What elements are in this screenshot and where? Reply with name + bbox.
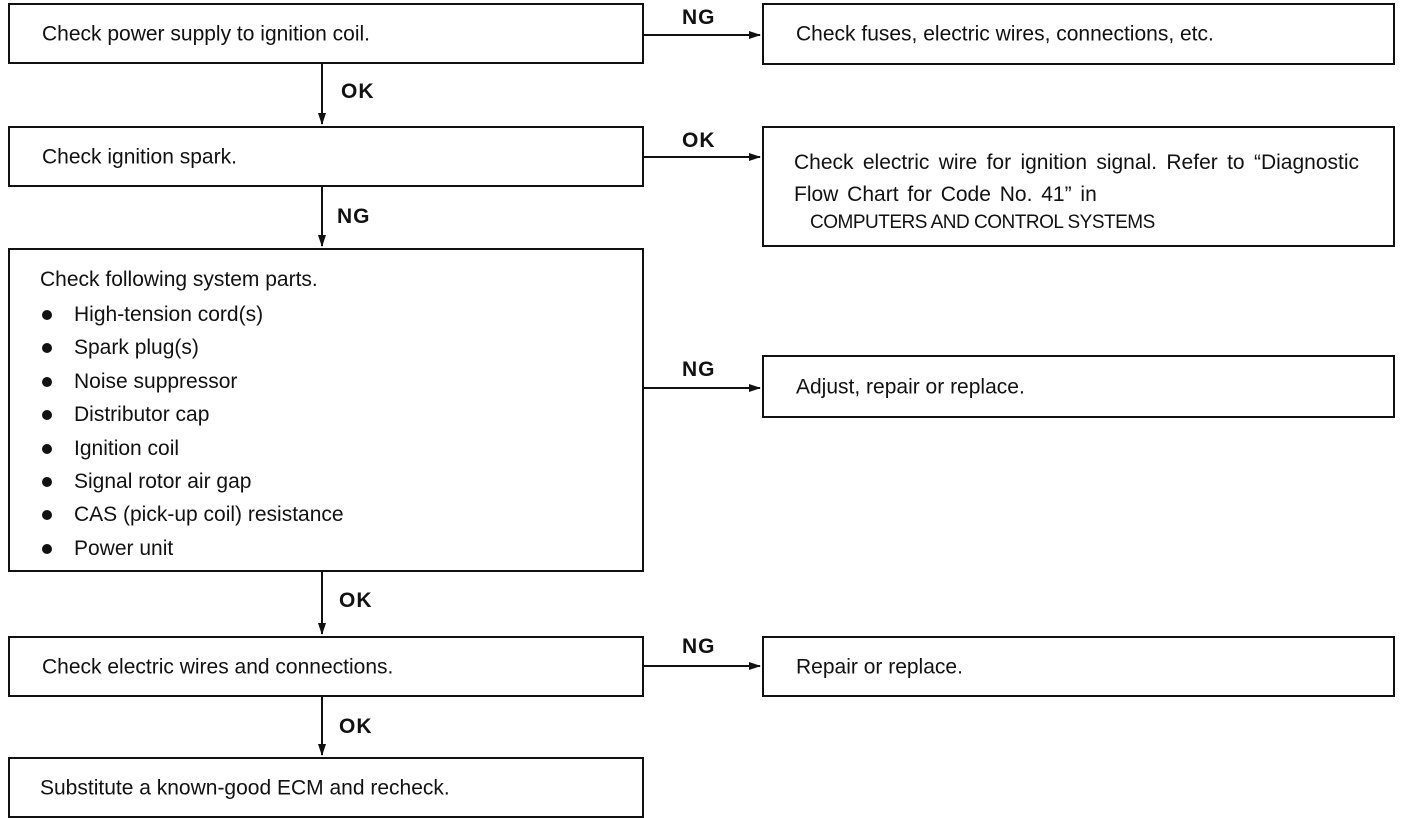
result-reference: COMPUTERS AND CONTROL SYSTEMS	[810, 212, 1155, 233]
step-check-wires-connections: Check electric wires and connections.	[8, 636, 644, 697]
edge-label-b2-r2: OK	[682, 129, 716, 152]
result-text: Check electric wire for ignition signal.…	[794, 151, 1359, 206]
step-text: Check electric wires and connections.	[42, 654, 394, 678]
edge-label-b1-b2: OK	[341, 80, 375, 103]
list-item: Ignition coil	[38, 432, 344, 465]
step-text: Substitute a known-good ECM and recheck.	[40, 775, 450, 799]
list-item: Power unit	[38, 532, 344, 565]
list-item: Spark plug(s)	[38, 331, 344, 364]
result-check-fuses: Check fuses, electric wires, connections…	[762, 3, 1395, 65]
edge-label-b4-b5: OK	[339, 715, 373, 738]
bullet-icon	[42, 376, 52, 387]
step-check-system-parts: Check following system parts. High-tensi…	[8, 248, 644, 572]
step-substitute-ecm: Substitute a known-good ECM and recheck.	[8, 757, 644, 818]
step-title: Check following system parts.	[40, 268, 318, 291]
bullet-icon	[42, 476, 52, 487]
step-check-power-supply: Check power supply to ignition coil.	[8, 3, 644, 64]
step-text: Check ignition spark.	[42, 144, 237, 168]
list-item: Noise suppressor	[38, 365, 344, 398]
bullet-icon	[42, 310, 52, 320]
result-text: Adjust, repair or replace.	[796, 374, 1025, 398]
edge-label-b4-r4: NG	[682, 635, 716, 658]
result-text: Repair or replace.	[796, 654, 963, 678]
edge-label-b3-b4: OK	[339, 589, 373, 612]
bullet-icon	[42, 543, 52, 554]
bullet-icon	[42, 510, 52, 521]
step-text: Check power supply to ignition coil.	[42, 21, 371, 45]
list-item: Distributor cap	[38, 398, 344, 431]
result-check-ignition-signal: Check electric wire for ignition signal.…	[762, 126, 1395, 247]
result-text: Check fuses, electric wires, connections…	[796, 22, 1214, 46]
result-adjust-repair-replace: Adjust, repair or replace.	[762, 355, 1395, 418]
edge-label-b3-r3: NG	[682, 358, 716, 381]
edge-label-b2-b3: NG	[337, 205, 371, 228]
list-item: High-tension cord(s)	[38, 298, 344, 331]
bullet-icon	[42, 410, 52, 421]
result-repair-replace: Repair or replace.	[762, 636, 1395, 697]
parts-list: High-tension cord(s) Spark plug(s) Noise…	[38, 298, 344, 565]
bullet-icon	[42, 443, 52, 454]
bullet-icon	[42, 343, 52, 354]
edge-label-b1-r1: NG	[682, 6, 716, 29]
list-item: CAS (pick-up coil) resistance	[38, 498, 344, 531]
step-check-ignition-spark: Check ignition spark.	[8, 126, 644, 187]
list-item: Signal rotor air gap	[38, 465, 344, 498]
